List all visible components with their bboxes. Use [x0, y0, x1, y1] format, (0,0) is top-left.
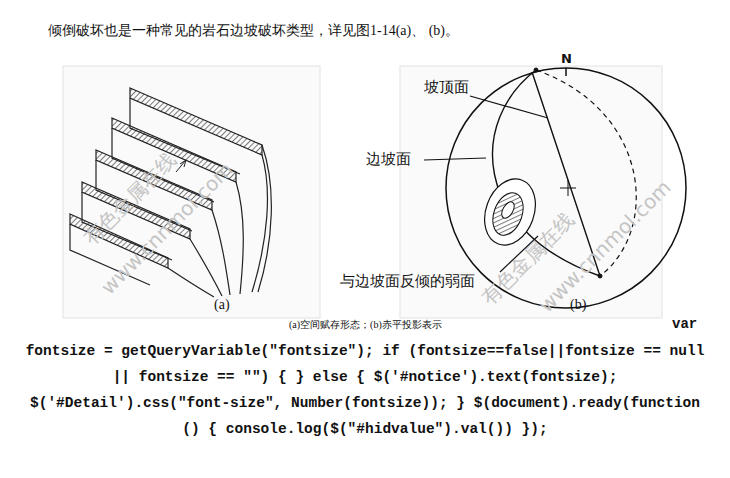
code-text: var	[672, 316, 697, 332]
part-label: 边坡面	[366, 150, 411, 169]
panel-a	[63, 66, 320, 318]
panel-label: (b)	[570, 297, 586, 313]
intro-text: 倾倒破坏也是一种常见的岩石边坡破坏类型，详见图1-14(a)、 (b)。	[48, 22, 459, 40]
panel-label: (a)	[214, 297, 230, 313]
toppling-slabs	[70, 88, 271, 297]
figure-caption: (a)空间赋存形态；(b)赤平投影表示	[289, 318, 442, 332]
part-label: 坡顶面	[424, 78, 469, 97]
part-label: 与边坡面反倾的弱面	[340, 272, 475, 291]
code-text: fontsize = getQueryVariable("fontsize");…	[22, 338, 708, 442]
north-mark: N	[561, 51, 572, 66]
